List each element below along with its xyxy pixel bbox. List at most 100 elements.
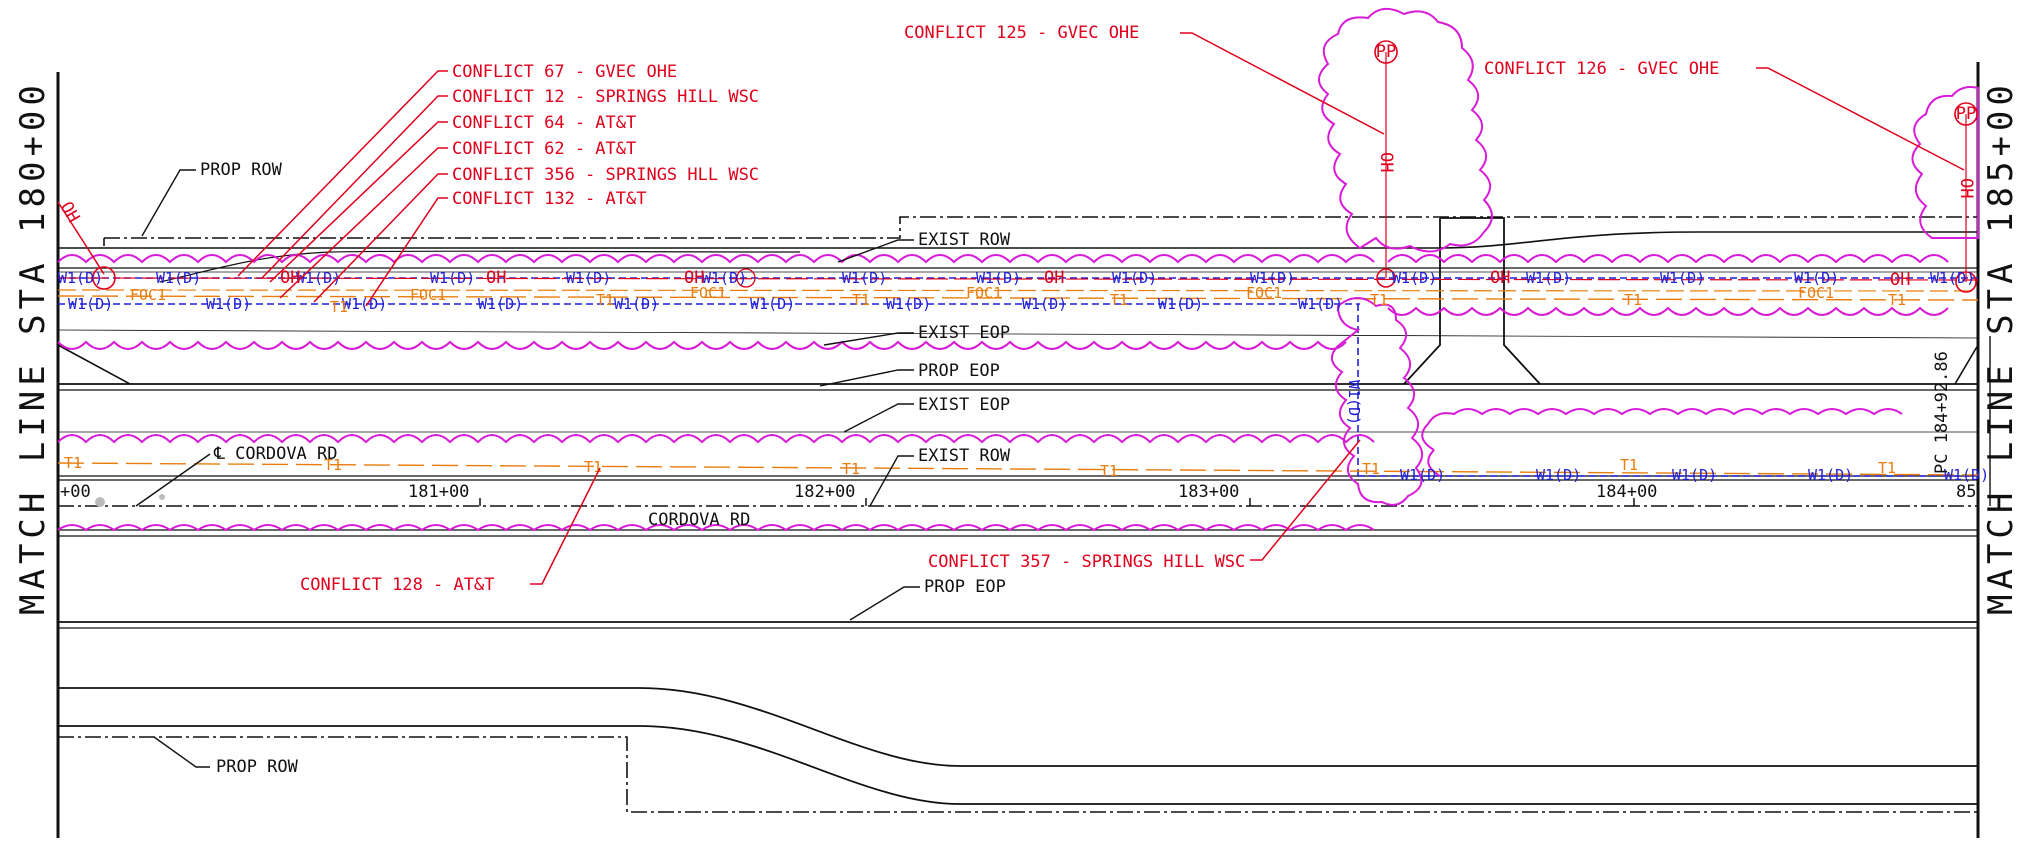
- svg-text:OH: OH: [1890, 270, 1910, 290]
- match-line-left-label: MATCH LINE STA 180+00: [13, 80, 53, 615]
- conflict-126-label: CONFLICT 126 - GVEC OHE: [1484, 59, 1719, 79]
- power-pole-125-icon: [1374, 40, 1398, 64]
- svg-text:181+00: 181+00: [408, 482, 469, 502]
- svg-text:W1(D): W1(D): [1158, 295, 1203, 313]
- svg-text:W1(D): W1(D): [342, 295, 387, 313]
- conflict-62-label: CONFLICT 62 - AT&T: [452, 139, 636, 159]
- svg-text:182+00: 182+00: [794, 482, 855, 502]
- conflict-marker-icon: [1955, 271, 1977, 293]
- station-labels: +00 181+00 182+00 183+00 184+00 85: [60, 482, 1976, 502]
- conflict-67-label: CONFLICT 67 - GVEC OHE: [452, 62, 677, 82]
- prop-row-bottom-line: [58, 736, 1978, 813]
- conflict-357-label: CONFLICT 357 - SPRINGS HILL WSC: [928, 552, 1245, 572]
- conflict-125-label: CONFLICT 125 - GVEC OHE: [904, 23, 1139, 43]
- exist-row-top-label: EXIST ROW: [918, 230, 1011, 250]
- svg-text:OH: OH: [1956, 178, 1976, 198]
- svg-text:W1(D): W1(D): [1930, 269, 1975, 287]
- svg-text:T1: T1: [330, 298, 348, 316]
- svg-text:T1: T1: [1362, 460, 1380, 478]
- pc-station-label: PC 184+92.86: [1932, 351, 1952, 474]
- svg-text:OH: OH: [280, 268, 300, 288]
- svg-text:FOC1: FOC1: [410, 286, 446, 304]
- svg-text:W1(D): W1(D): [566, 269, 611, 287]
- prop-row-top-line: [104, 216, 1978, 239]
- pole-label-125: PP: [1376, 42, 1396, 62]
- taper-upper: [58, 687, 1978, 767]
- conflict-leaders: [57, 32, 1965, 585]
- svg-text:W1(D): W1(D): [58, 269, 103, 287]
- svg-text:T1: T1: [584, 458, 602, 476]
- exist-eop-upper-label: EXIST EOP: [918, 323, 1010, 343]
- conflict-64-label: CONFLICT 64 - AT&T: [452, 113, 636, 133]
- svg-text:W1(D): W1(D): [886, 295, 931, 313]
- svg-text:T1: T1: [1110, 291, 1128, 309]
- svg-text:T1: T1: [324, 456, 342, 474]
- station-ticks: [479, 336, 1991, 506]
- conflict-12-label: CONFLICT 12 - SPRINGS HILL WSC: [452, 87, 759, 107]
- svg-text:T1: T1: [1100, 462, 1118, 480]
- svg-text:W1(D): W1(D): [1672, 466, 1717, 484]
- svg-text:W1(D): W1(D): [842, 269, 887, 287]
- svg-text:OH: OH: [1490, 268, 1510, 288]
- driveway: [1403, 217, 1541, 385]
- prop-row-top-label: PROP ROW: [200, 160, 283, 180]
- svg-text:W1(D): W1(D): [206, 295, 251, 313]
- svg-text:W1(D): W1(D): [614, 295, 659, 313]
- prop-eop-upper-label: PROP EOP: [918, 361, 1000, 381]
- svg-text:OH: OH: [486, 268, 506, 288]
- prop-eop-lower-label: PROP EOP: [924, 577, 1006, 597]
- svg-text:W1(D): W1(D): [1944, 466, 1989, 484]
- svg-text:W1(D): W1(D): [1392, 269, 1437, 287]
- svg-text:T1: T1: [852, 291, 870, 309]
- svg-text:W1(D): W1(D): [1112, 269, 1157, 287]
- svg-text:W1(D): W1(D): [1400, 466, 1445, 484]
- svg-text:W1(D): W1(D): [296, 269, 341, 287]
- svg-text:T1: T1: [596, 291, 614, 309]
- svg-text:W1(D): W1(D): [1022, 295, 1067, 313]
- callout-leaders: [135, 169, 920, 768]
- svg-text:W1(D): W1(D): [1298, 295, 1343, 313]
- svg-text:W1(D): W1(D): [976, 269, 1021, 287]
- centerline-label: ℄ CORDOVA RD: [213, 444, 338, 464]
- svg-text:+00: +00: [60, 482, 91, 502]
- revision-clouds: [57, 7, 1979, 532]
- svg-text:W1(D): W1(D): [1526, 269, 1571, 287]
- telecom-lines: [57, 289, 1979, 476]
- svg-text:FOC1: FOC1: [130, 286, 166, 304]
- conflict-marker-icon: [92, 266, 116, 290]
- svg-text:W1(D): W1(D): [478, 295, 523, 313]
- svg-text:W1(D): W1(D): [1808, 466, 1853, 484]
- svg-text:W1(D): W1(D): [750, 295, 795, 313]
- svg-text:T1: T1: [1624, 291, 1642, 309]
- svg-text:W1(D): W1(D): [1794, 269, 1839, 287]
- conflict-marker-icon: [736, 268, 756, 288]
- svg-text:OH: OH: [1044, 268, 1064, 288]
- svg-text:W1(D): W1(D): [1345, 380, 1363, 425]
- exist-eop-mid-label: EXIST EOP: [918, 395, 1010, 415]
- svg-text:W1(D): W1(D): [1536, 466, 1581, 484]
- svg-text:T1: T1: [64, 454, 82, 472]
- svg-text:OH: OH: [56, 199, 84, 227]
- svg-text:W1(D): W1(D): [1660, 269, 1705, 287]
- exist-row-top-line: [58, 231, 1978, 249]
- road-name-label: CORDOVA RD: [648, 510, 750, 530]
- svg-text:W1(D): W1(D): [156, 269, 201, 287]
- svg-text:W1(D): W1(D): [68, 295, 113, 313]
- svg-text:184+00: 184+00: [1596, 482, 1657, 502]
- exist-row-mid-label: EXIST ROW: [918, 446, 1011, 466]
- overhead-electric-line: [57, 277, 1979, 281]
- utility-inline-labels: W1(D) W1(D) W1(D) W1(D) W1(D) W1(D) W1(D…: [56, 152, 1989, 484]
- svg-text:FOC1: FOC1: [690, 284, 726, 302]
- svg-text:FOC1: FOC1: [966, 284, 1002, 302]
- svg-text:T1: T1: [842, 460, 860, 478]
- prop-row-bottom-label: PROP ROW: [216, 757, 299, 777]
- svg-text:T1: T1: [1888, 291, 1906, 309]
- svg-text:T1: T1: [1370, 291, 1388, 309]
- power-pole-126-icon: [1954, 102, 1978, 126]
- conflict-356-label: CONFLICT 356 - SPRINGS HLL WSC: [452, 165, 759, 185]
- svg-text:T1: T1: [1620, 456, 1638, 474]
- svg-text:W1(D): W1(D): [702, 269, 747, 287]
- svg-text:FOC1: FOC1: [1246, 284, 1282, 302]
- conflict-marker-icon: [1376, 268, 1396, 288]
